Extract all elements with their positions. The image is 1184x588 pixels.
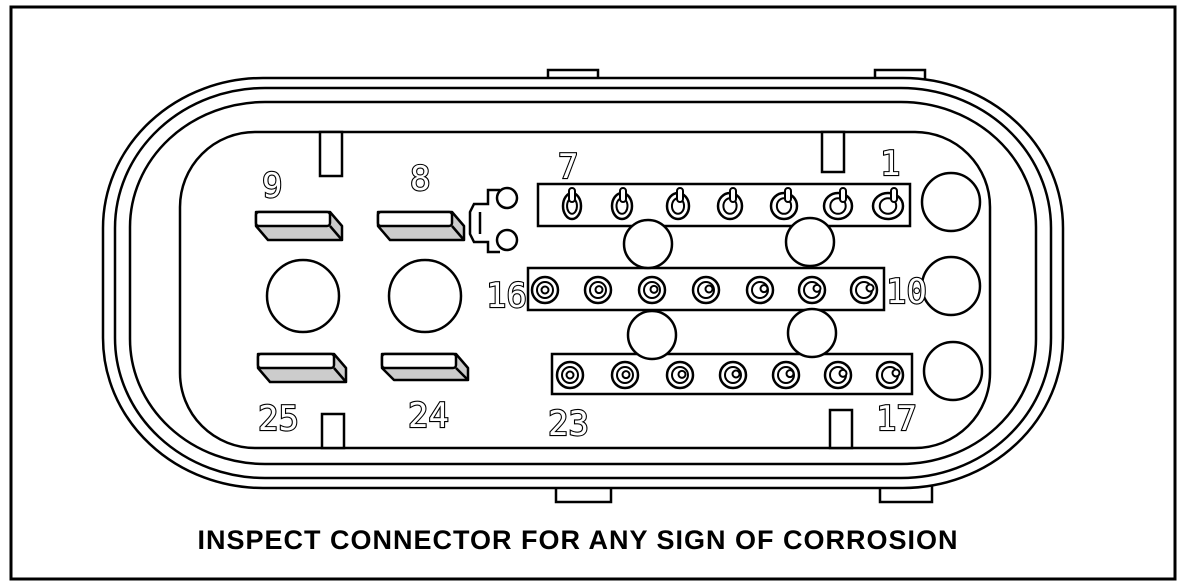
pin-terminal-22 (610, 360, 640, 390)
pin-terminal-23 (555, 360, 585, 390)
pin-terminal-4 (716, 187, 744, 221)
pin-terminal-20 (718, 360, 748, 390)
pin-terminal-6 (610, 187, 634, 221)
pin-terminal-5 (665, 187, 691, 221)
pin-label-23: 23 (548, 404, 589, 444)
key-top-right (820, 130, 846, 174)
pin-terminal-7 (561, 187, 583, 221)
pin-row-10-16 (526, 266, 886, 312)
pin-terminal-12 (745, 275, 775, 305)
between-row-cavities (622, 216, 838, 361)
key-bottom-left (320, 412, 346, 450)
pin-label-7: 7 (558, 147, 578, 187)
latch-clip (468, 186, 519, 254)
diagram-frame (9, 5, 1177, 581)
housing-inner-rim (128, 100, 1038, 466)
pin-terminal-3 (769, 187, 799, 221)
pin-terminal-18 (823, 360, 853, 390)
cavity-middle (387, 258, 463, 334)
large-cavities (265, 258, 463, 334)
pin-label-16: 16 (486, 276, 527, 316)
pin-label-1: 1 (880, 144, 900, 184)
power-slots (254, 210, 470, 384)
cavity-left (265, 258, 341, 334)
pin-label-25: 25 (258, 399, 299, 439)
housing-rim (113, 86, 1053, 480)
slot-25 (256, 352, 348, 384)
pin-label-24: 24 (408, 396, 449, 436)
pin-terminal-14 (637, 275, 667, 305)
slot-9 (254, 210, 344, 242)
pin-row-17-23 (550, 352, 914, 396)
key-bottom-right (828, 408, 854, 450)
diagram-caption: INSPECT CONNECTOR FOR ANY SIGN OF CORROS… (197, 525, 958, 555)
pin-label-8: 8 (410, 159, 430, 199)
pin-row-1-7 (536, 182, 912, 228)
pin-terminal-2 (822, 187, 854, 221)
right-cavities (920, 171, 984, 402)
housing-cavity (178, 130, 992, 450)
pin-terminal-15 (583, 275, 613, 305)
pin-terminal-17 (875, 360, 905, 390)
pin-number-labels: 9 8 7 1 16 10 25 24 23 17 (257, 143, 928, 445)
key-top-left (318, 130, 344, 178)
pin-terminal-16 (530, 275, 560, 305)
slot-8 (376, 210, 466, 242)
pin-terminal-1 (871, 187, 905, 221)
pin-terminal-21 (665, 360, 695, 390)
pin-label-17: 17 (876, 399, 917, 439)
pin-terminal-11 (797, 275, 827, 305)
pin-terminal-19 (771, 360, 801, 390)
polarization-keys (318, 130, 854, 450)
slot-24 (380, 352, 470, 382)
pin-label-10: 10 (886, 272, 927, 312)
pin-terminal-13 (691, 275, 721, 305)
pin-terminal-10 (849, 275, 879, 305)
pin-label-9: 9 (262, 166, 282, 206)
